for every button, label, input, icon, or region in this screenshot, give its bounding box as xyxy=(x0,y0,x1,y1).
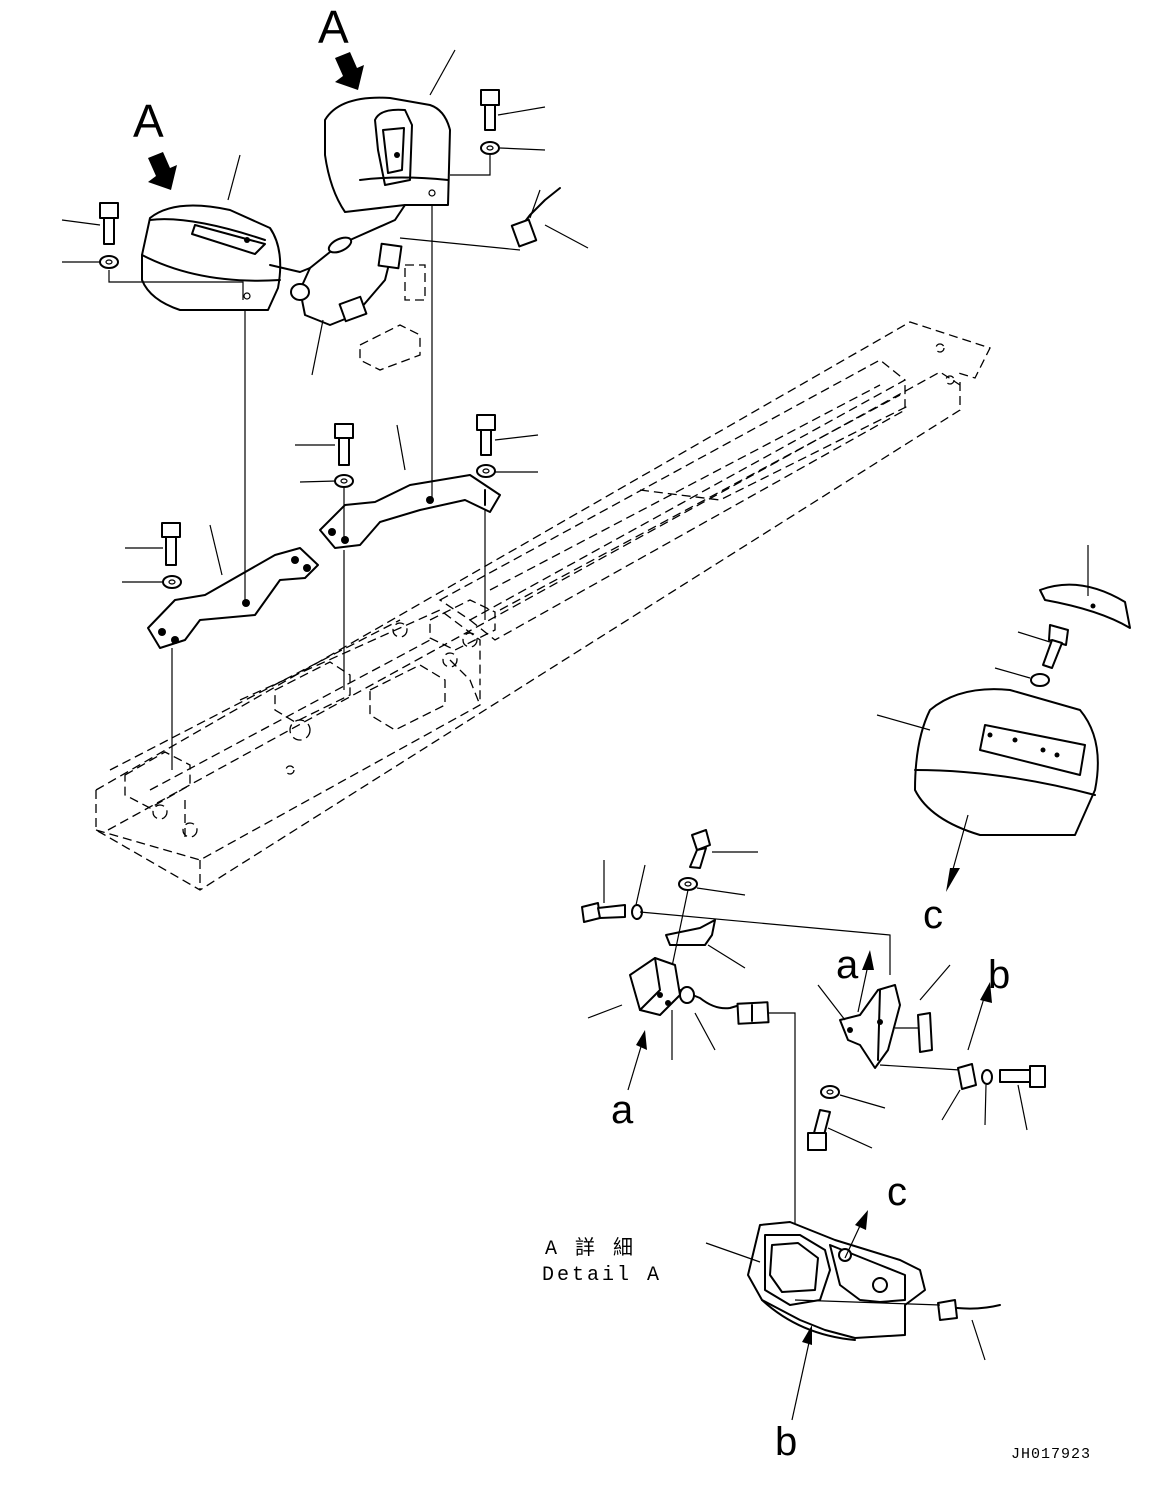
leader-lines-upper xyxy=(61,49,589,583)
view-label-a-left: A xyxy=(133,95,164,147)
ref-letter-c-bottom: c xyxy=(887,1170,907,1214)
ref-letter-c-top: c xyxy=(923,893,943,937)
right-bracket xyxy=(319,474,501,549)
right-cover xyxy=(324,96,451,213)
ref-letter-a-top: a xyxy=(836,943,859,987)
left-bracket xyxy=(147,547,319,649)
view-label-a-top: A xyxy=(318,1,349,53)
ref-letter-b-top: b xyxy=(988,953,1011,997)
drawing-code: JH017923 xyxy=(1011,1446,1092,1463)
alignment-lines xyxy=(108,155,521,770)
detail-title-jp: A 詳 細 xyxy=(545,1238,637,1261)
left-cover xyxy=(141,204,282,311)
floor-frame xyxy=(95,321,991,891)
misc-leaders xyxy=(529,189,541,219)
view-a-arrows xyxy=(148,52,364,190)
ref-letter-b-bottom: b xyxy=(775,1420,798,1464)
exploded-cover xyxy=(876,545,1131,892)
detail-title-en: Detail A xyxy=(542,1264,663,1287)
wire-harness xyxy=(269,187,561,326)
detail-a-cover xyxy=(705,1210,1001,1421)
frame-mounting-pads xyxy=(124,343,955,838)
harness-clamp-plate xyxy=(359,264,426,371)
lock-bracket xyxy=(807,950,1046,1151)
switch-assembly xyxy=(581,829,891,1300)
ref-letter-a-bottom: a xyxy=(611,1088,634,1132)
bolts-upper xyxy=(99,89,500,589)
